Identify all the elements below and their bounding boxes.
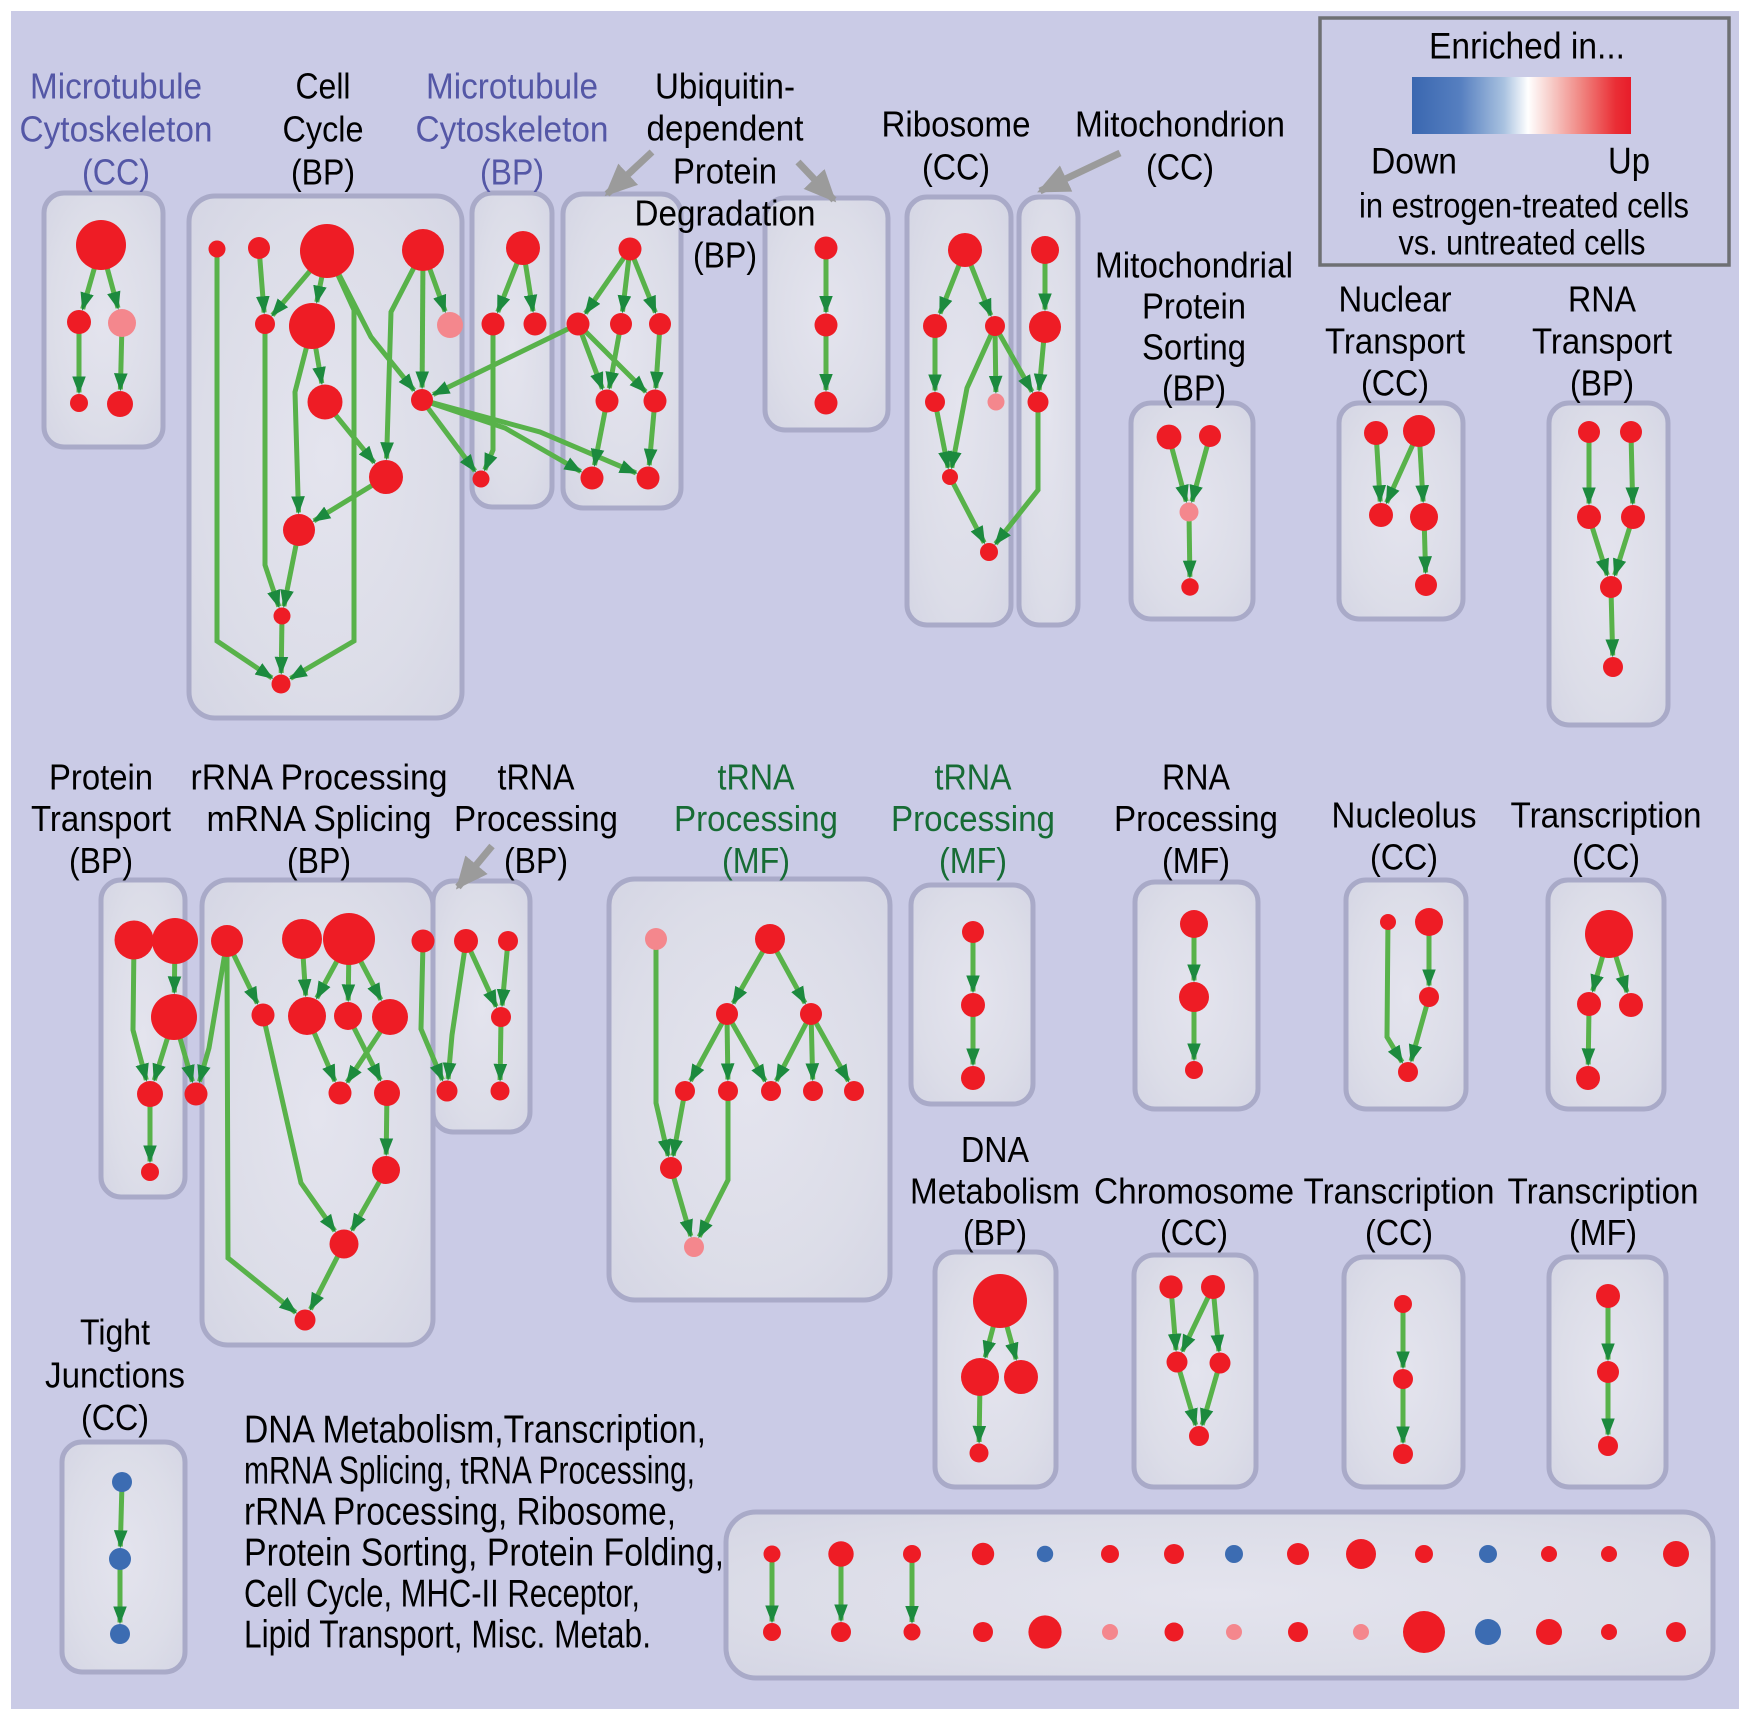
svg-text:mRNA Splicing: mRNA Splicing xyxy=(207,798,432,839)
svg-text:Processing: Processing xyxy=(891,798,1055,839)
svg-text:vs. untreated cells: vs. untreated cells xyxy=(1399,224,1646,263)
svg-text:Sorting: Sorting xyxy=(1142,327,1246,368)
svg-text:Cycle: Cycle xyxy=(283,109,364,150)
svg-text:(BP): (BP) xyxy=(480,152,544,193)
svg-text:Nuclear: Nuclear xyxy=(1339,279,1452,320)
svg-text:Cell Cycle, MHC-II Receptor,: Cell Cycle, MHC-II Receptor, xyxy=(244,1573,640,1616)
svg-text:Microtubule: Microtubule xyxy=(426,66,598,107)
svg-text:tRNA: tRNA xyxy=(498,757,575,798)
svg-text:rRNA Processing: rRNA Processing xyxy=(191,757,448,798)
svg-text:(BP): (BP) xyxy=(1162,368,1226,409)
svg-text:in estrogen-treated cells: in estrogen-treated cells xyxy=(1359,187,1689,226)
svg-text:rRNA Processing, Ribosome,: rRNA Processing, Ribosome, xyxy=(244,1491,676,1534)
svg-text:RNA: RNA xyxy=(1568,279,1636,320)
svg-text:Enriched in...: Enriched in... xyxy=(1429,26,1625,67)
svg-text:(CC): (CC) xyxy=(1160,1212,1228,1253)
svg-text:tRNA: tRNA xyxy=(718,757,795,798)
svg-text:Transcription: Transcription xyxy=(1511,795,1702,836)
svg-text:Transcription: Transcription xyxy=(1304,1171,1495,1212)
svg-text:Protein: Protein xyxy=(1142,286,1246,327)
svg-text:Up: Up xyxy=(1608,141,1650,182)
svg-text:(CC): (CC) xyxy=(82,152,150,193)
svg-text:(BP): (BP) xyxy=(504,840,568,881)
svg-text:(CC): (CC) xyxy=(81,1397,149,1438)
svg-text:Protein: Protein xyxy=(673,151,777,192)
svg-text:Processing: Processing xyxy=(454,798,618,839)
svg-text:Transcription: Transcription xyxy=(1508,1171,1699,1212)
svg-text:(BP): (BP) xyxy=(291,152,355,193)
svg-text:RNA: RNA xyxy=(1162,757,1230,798)
svg-text:Transport: Transport xyxy=(1325,321,1465,362)
svg-text:(MF): (MF) xyxy=(939,840,1007,881)
svg-text:DNA: DNA xyxy=(961,1129,1029,1170)
svg-text:Cytoskeleton: Cytoskeleton xyxy=(416,109,609,150)
svg-text:(CC): (CC) xyxy=(1365,1212,1433,1253)
svg-text:dependent: dependent xyxy=(647,108,804,149)
svg-text:Chromosome: Chromosome xyxy=(1094,1171,1294,1212)
svg-text:Processing: Processing xyxy=(1114,798,1278,839)
svg-text:(CC): (CC) xyxy=(1370,837,1438,878)
svg-text:Metabolism: Metabolism xyxy=(910,1171,1080,1212)
svg-text:(BP): (BP) xyxy=(287,840,351,881)
svg-text:Degradation: Degradation xyxy=(635,193,816,234)
svg-text:Cell: Cell xyxy=(296,66,351,107)
svg-text:Transport: Transport xyxy=(31,798,171,839)
svg-text:Down: Down xyxy=(1371,141,1457,182)
svg-text:Lipid Transport, Misc. Metab.: Lipid Transport, Misc. Metab. xyxy=(244,1614,651,1657)
svg-text:tRNA: tRNA xyxy=(935,757,1012,798)
svg-text:(BP): (BP) xyxy=(963,1212,1027,1253)
svg-text:(CC): (CC) xyxy=(1361,363,1429,404)
svg-text:(BP): (BP) xyxy=(69,840,133,881)
svg-text:Protein: Protein xyxy=(49,757,153,798)
svg-text:Microtubule: Microtubule xyxy=(30,66,202,107)
svg-text:DNA Metabolism,Transcription,: DNA Metabolism,Transcription, xyxy=(244,1409,706,1452)
svg-text:mRNA Splicing, tRNA Processing: mRNA Splicing, tRNA Processing, xyxy=(244,1450,695,1493)
svg-text:(BP): (BP) xyxy=(1570,363,1634,404)
svg-text:Transport: Transport xyxy=(1532,321,1672,362)
svg-text:Processing: Processing xyxy=(674,798,838,839)
svg-text:Ribosome: Ribosome xyxy=(882,104,1031,145)
svg-text:(CC): (CC) xyxy=(1572,837,1640,878)
svg-text:Nucleolus: Nucleolus xyxy=(1332,795,1477,836)
svg-text:Protein Sorting, Protein Foldi: Protein Sorting, Protein Folding, xyxy=(244,1532,724,1575)
svg-text:Junctions: Junctions xyxy=(45,1355,185,1396)
svg-text:Cytoskeleton: Cytoskeleton xyxy=(20,109,213,150)
svg-text:(CC): (CC) xyxy=(1146,147,1214,188)
svg-text:Ubiquitin-: Ubiquitin- xyxy=(655,66,795,107)
svg-text:(BP): (BP) xyxy=(693,235,757,276)
svg-text:(MF): (MF) xyxy=(1162,840,1230,881)
svg-text:Mitochondrion: Mitochondrion xyxy=(1075,104,1285,145)
svg-text:(CC): (CC) xyxy=(922,147,990,188)
svg-text:Tight: Tight xyxy=(80,1312,150,1353)
svg-text:(MF): (MF) xyxy=(1569,1212,1637,1253)
svg-text:(MF): (MF) xyxy=(722,840,790,881)
svg-text:Mitochondrial: Mitochondrial xyxy=(1095,245,1293,286)
